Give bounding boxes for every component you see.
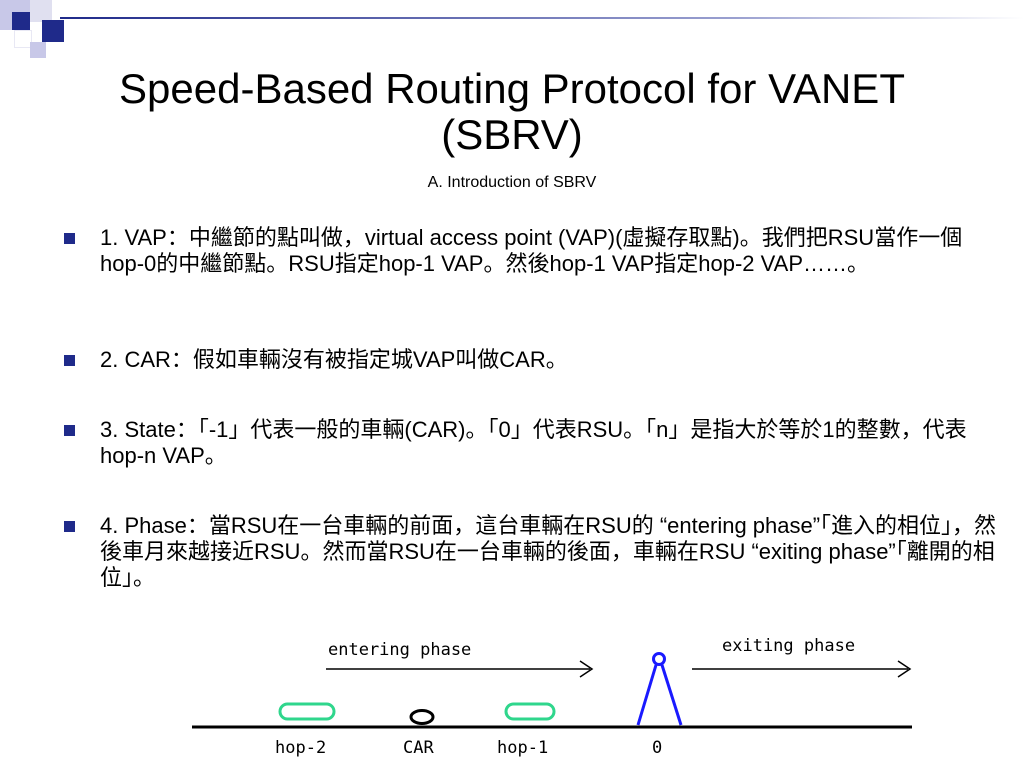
bullet-item-state: 3. State：「-1」代表一般的車輛(CAR)。「0」代表RSU。「n」是指…	[64, 417, 1000, 469]
bullet-text: 2. CAR：假如車輛沒有被指定城VAP叫做CAR。	[100, 347, 568, 372]
bullet-square-icon	[64, 425, 75, 436]
entering-arrow-head-icon	[579, 660, 594, 678]
bullet-item-vap: 1. VAP：中繼節的點叫做，virtual access point (VAP…	[64, 225, 1000, 277]
phase-diagram: entering phase exiting phase hop-2 CAR h…	[192, 636, 912, 758]
title-line-1: Speed-Based Routing Protocol for VANET	[119, 65, 905, 112]
exiting-phase-label: exiting phase	[722, 636, 855, 656]
bullet-item-car: 2. CAR：假如車輛沒有被指定城VAP叫做CAR。	[64, 347, 1000, 373]
decor-square-3	[30, 0, 52, 22]
rsu-tower-icon	[636, 652, 683, 726]
entering-phase-label: entering phase	[328, 640, 471, 660]
decor-square-4	[42, 20, 64, 42]
slide-title: Speed-Based Routing Protocol for VANET (…	[0, 66, 1024, 158]
rsu-label: 0	[652, 738, 662, 758]
decor-square-5	[14, 30, 32, 48]
car-label: CAR	[403, 738, 434, 758]
decor-square-6	[30, 42, 46, 58]
bullet-text: 1. VAP：中繼節的點叫做，virtual access point (VAP…	[100, 225, 963, 276]
slide-subtitle: A. Introduction of SBRV	[427, 174, 597, 191]
hop-1-vap-icon	[504, 702, 556, 721]
decor-square-2	[12, 12, 30, 30]
title-bar-line	[60, 17, 1024, 19]
title-line-2: (SBRV)	[441, 111, 583, 158]
bullet-text: 3. State：「-1」代表一般的車輛(CAR)。「0」代表RSU。「n」是指…	[100, 417, 967, 468]
bullet-square-icon	[64, 355, 75, 366]
bullet-square-icon	[64, 233, 75, 244]
bullet-text: 4. Phase：當RSU在一台車輛的前面，這台車輛在RSU的 “enterin…	[100, 513, 997, 590]
hop-2-label: hop-2	[275, 738, 326, 758]
hop-2-vap-icon	[278, 702, 336, 721]
exiting-arrow-head-icon	[897, 660, 912, 678]
car-icon	[409, 709, 435, 725]
hop-1-label: hop-1	[497, 738, 548, 758]
bullet-item-phase: 4. Phase：當RSU在一台車輛的前面，這台車輛在RSU的 “enterin…	[64, 513, 1000, 591]
bullet-square-icon	[64, 521, 75, 532]
